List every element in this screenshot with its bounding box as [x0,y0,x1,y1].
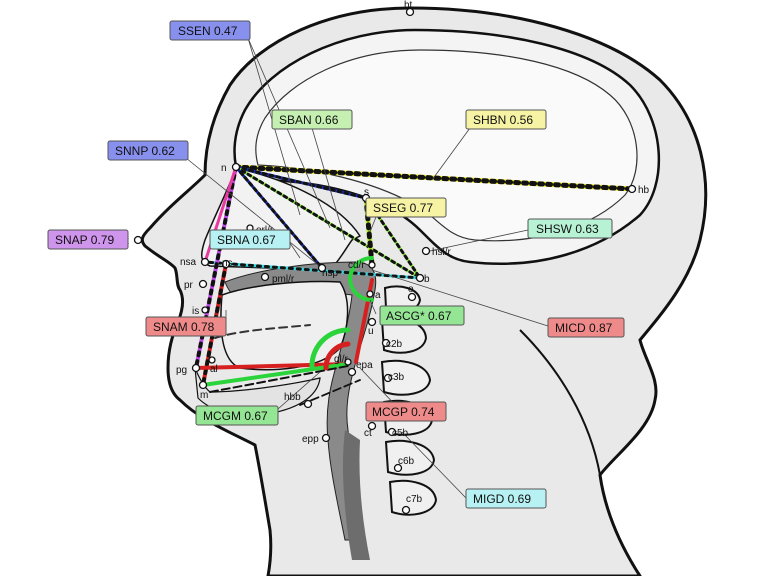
svg-text:SNAP 0.79: SNAP 0.79 [55,233,114,247]
label-snnp: SNNP 0.62 [107,140,189,161]
measurement-labels: SSEN 0.47 SBAN 0.66 SHBN 0.56 SNNP 0.62 … [47,20,625,509]
svg-text:MICD 0.87: MICD 0.87 [555,321,613,335]
pt-s: s [364,187,369,198]
label-ssen: SSEN 0.47 [169,20,251,41]
label-migd: MIGD 0.69 [465,488,547,509]
svg-text:SNAM 0.78: SNAM 0.78 [153,320,215,334]
label-mcgp: MCGP 0.74 [365,401,447,422]
pt-o: o [408,284,414,295]
svg-text:ASCG* 0.67: ASCG* 0.67 [386,309,452,323]
pt-pml: pml/r [272,274,295,285]
svg-text:MIGD 0.69: MIGD 0.69 [473,492,531,506]
pt-is: is [192,306,199,317]
pt-u: u [368,326,374,337]
svg-text:MCGP 0.74: MCGP 0.74 [372,405,435,419]
pt-m: m [200,390,208,401]
pt-n: n [221,163,227,174]
svg-text:MCGM 0.67: MCGM 0.67 [203,409,268,423]
label-sseg: SSEG 0.77 [365,197,447,218]
pt-al: al [210,364,218,375]
pt-nsa: nsa [180,257,197,268]
svg-text:SBNA 0.67: SBNA 0.67 [217,233,276,247]
label-snap: SNAP 0.79 [47,229,129,250]
label-sban: SBAN 0.66 [271,109,353,130]
label-micd: MICD 0.87 [547,317,625,338]
svg-text:SHSW 0.63: SHSW 0.63 [536,222,599,236]
pt-c3b: c3b [388,372,405,383]
svg-text:SNNP 0.62: SNNP 0.62 [115,144,175,158]
pt-hbb: hbb [284,392,301,403]
label-ascg: ASCG* 0.67 [379,305,465,326]
svg-text:SBAN 0.66: SBAN 0.66 [279,113,339,127]
mcgp-line [194,362,350,370]
pt-ht: ht [404,0,413,11]
pt-c7b: c7b [406,494,423,505]
pt-c2b: c2b [386,339,403,350]
svg-text:SSEG 0.77: SSEG 0.77 [373,201,433,215]
svg-text:SSEN 0.47: SSEN 0.47 [178,24,238,38]
pt-cd: cd/r [348,260,365,271]
svg-text:SHBN 0.56: SHBN 0.56 [473,113,533,127]
label-snam: SNAM 0.78 [145,316,227,337]
pt-hb: hb [638,185,650,196]
pt-pr: pr [184,280,194,291]
pt-hsl: hsl/r [432,247,452,258]
leader-lines [185,37,549,499]
pt-ct: ct [364,428,372,439]
ascg-arc [348,256,374,282]
pt-b: b [424,274,430,285]
label-shbn: SHBN 0.56 [465,109,547,130]
pt-epa: epa [356,360,373,371]
label-mcgm: MCGM 0.67 [195,405,279,426]
pt-a: a [375,290,381,301]
label-sbna: SBNA 0.67 [209,229,291,250]
head-silhouette [140,6,708,576]
pt-gl: gl/r [334,354,349,365]
pt-c6b: c6b [398,456,415,467]
label-shsw: SHSW 0.63 [527,218,613,239]
pt-ns: ns [222,258,233,269]
pt-nsp: nsp [322,268,339,279]
pt-epp: epp [302,434,319,445]
pt-pg: pg [176,365,187,376]
pt-c5b: c5b [392,428,409,439]
mcg-arc [309,327,351,371]
